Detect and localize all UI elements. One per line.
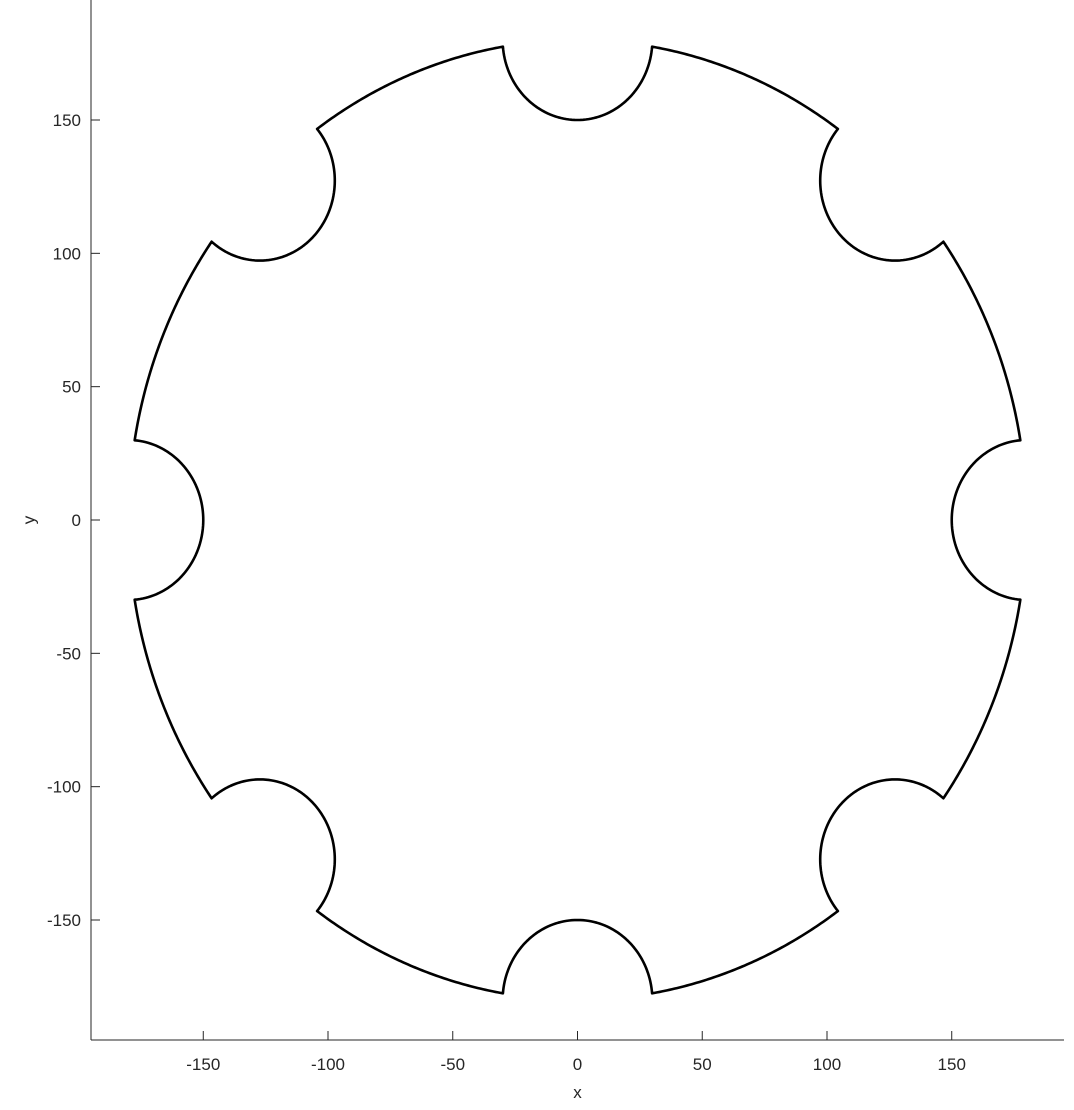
x-tick-label: 50 [693,1055,712,1074]
y-tick-label: 50 [62,378,81,397]
axes: -150 -100 -50 0 50 100 150 -150 -100 -50 0 50 100 15… [19,0,1064,1102]
y-tick-label: -50 [56,644,81,663]
x-tick-label: -100 [311,1055,345,1074]
notched-circle-outline [133,45,1022,995]
y-tick-label: -150 [47,911,81,930]
x-tick-label: 150 [938,1055,966,1074]
y-ticks: -150 -100 -50 0 50 100 150 [47,111,100,930]
y-tick-label: 100 [53,244,81,263]
x-ticks: -150 -100 -50 0 50 100 150 [186,1031,966,1074]
x-tick-label: -50 [440,1055,465,1074]
y-tick-label: 0 [72,511,81,530]
y-tick-label: 150 [53,111,81,130]
y-axis-label: y [19,515,38,524]
x-tick-label: 0 [573,1055,582,1074]
x-axis-label: x [573,1083,582,1102]
y-tick-label: -100 [47,778,81,797]
x-tick-label: 100 [813,1055,841,1074]
x-tick-label: -150 [186,1055,220,1074]
